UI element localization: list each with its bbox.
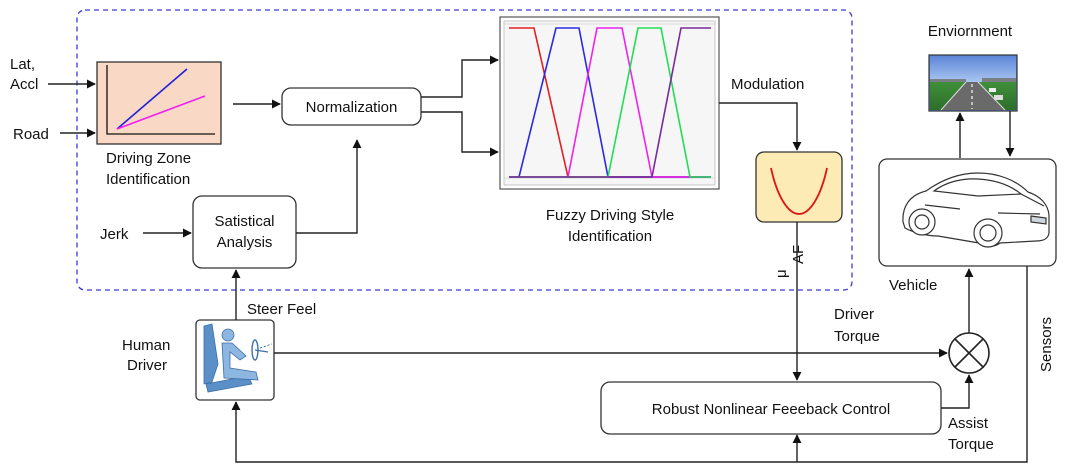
normalization-output-upper-arrow [421,55,499,98]
zone-label-line1: Driving Zone [106,150,191,167]
zone-magenta-line [116,95,206,130]
summing-junction [948,332,990,374]
statistical-label-line2: Analysis [217,234,273,251]
fuzzy-membership-block [499,16,720,190]
human-driver-label-line2: Driver [127,357,167,374]
assist-label-line1: Assist [948,415,989,432]
modulation-curve [770,167,828,215]
fuzzy-to-modulation-arrow [719,102,802,151]
normalization-block [281,87,422,126]
mu-subscript: AF [790,245,807,264]
driver-torque-label-line1: Driver [834,306,874,323]
environment-screen [928,54,1018,112]
driver-icon [203,323,273,393]
fuzzy-label-line1: Fuzzy Driving Style [546,207,674,224]
zone-label-line2: Identification [106,171,190,188]
statistical-analysis-block [192,195,297,269]
mu-symbol: μ [773,269,790,278]
modulation-label: Modulation [731,76,804,93]
driving-zone-block [96,61,222,145]
vehicle-label: Vehicle [889,277,937,294]
environment-label: Enviornment [928,23,1013,40]
fuzzy-label-line2: Identification [568,228,652,245]
input-jerk-label: Jerk [100,226,129,243]
steer-feel-label: Steer Feel [247,301,316,318]
driver-torque-label-line2: Torque [834,328,880,345]
assist-torque-arrow [941,374,974,409]
input-lat-label: Lat, [10,56,35,73]
car-icon [902,172,1050,248]
sensors-feedback-line [231,266,1028,463]
input-road-label: Road [13,126,49,143]
input-accl-label: Accl [10,76,38,93]
identification-frame [76,9,853,291]
statistics-to-normalization-arrow [296,139,362,234]
zone-blue-line [116,68,188,130]
modulation-block [755,151,843,223]
sensors-label: Sensors [1038,317,1055,372]
normalization-label: Normalization [306,99,398,116]
zone-axes [106,65,215,135]
control-label: Robust Nonlinear Feeeback Control [652,401,890,418]
statistical-label-line1: Satistical [214,213,274,230]
normalization-output-lower-arrow [421,111,499,157]
fuzzy-purple-membership [509,27,711,178]
assist-label-line2: Torque [948,436,994,453]
human-driver-label-line1: Human [122,337,170,354]
